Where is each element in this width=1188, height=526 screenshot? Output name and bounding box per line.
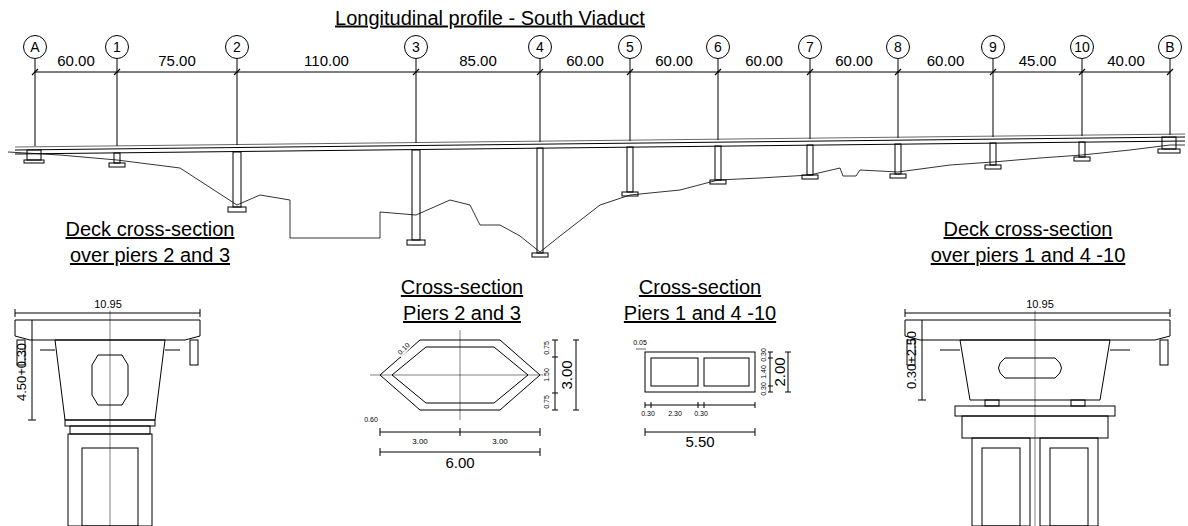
axis-label: 5 <box>626 39 634 55</box>
dimension-label: 1.50 <box>543 367 551 383</box>
grid-bubble: 10 <box>1070 35 1094 59</box>
deck-section-standard <box>905 300 1170 526</box>
dimension-label: 5.50 <box>685 433 714 450</box>
dimension-label: 0.75 <box>543 394 551 410</box>
grid-bubble: 7 <box>798 35 822 59</box>
dimension-label: 10.95 <box>93 298 123 311</box>
drawing-title: Longitudinal profile - South Viaduct <box>335 7 645 30</box>
grid-bubble: 6 <box>706 35 730 59</box>
dimension-label: 110.00 <box>304 52 349 69</box>
longitudinal-profile <box>8 59 1185 257</box>
section-title: Cross-section Piers 2 and 3 <box>401 274 523 326</box>
grid-bubble: A <box>23 35 47 59</box>
axis-label: 8 <box>894 39 902 55</box>
section-title: Cross-section Piers 1 and 4 -10 <box>624 274 776 326</box>
grid-bubble: 8 <box>886 35 910 59</box>
dimension-label: 60.00 <box>57 52 95 69</box>
dimension-label: 60.00 <box>927 52 965 69</box>
dimension-label: 10.95 <box>1025 298 1055 311</box>
grid-bubble: 2 <box>225 35 249 59</box>
axis-label: 10 <box>1074 39 1090 55</box>
axis-label: 9 <box>989 39 997 55</box>
section-title: Deck cross-section over piers 2 and 3 <box>66 216 235 268</box>
dimension-label: 2.30 <box>667 410 683 418</box>
axis-label: 4 <box>536 39 544 55</box>
dimension-label: 60.00 <box>655 52 693 69</box>
dimension-label: 3.00 <box>411 437 429 446</box>
dimension-label: 2.00 <box>771 357 788 386</box>
dimension-label: 60.00 <box>835 52 873 69</box>
axis-label: 3 <box>412 39 420 55</box>
dimension-label: 85.00 <box>459 52 497 69</box>
axis-label: 7 <box>806 39 814 55</box>
dimension-label: 0.75 <box>543 340 551 356</box>
dimension-label: 45.00 <box>1019 52 1057 69</box>
dimension-label: 0.30 <box>640 410 656 418</box>
grid-bubble: 4 <box>528 35 552 59</box>
grid-bubble: 5 <box>618 35 642 59</box>
dimension-label: 40.00 <box>1107 52 1145 69</box>
dimension-label: 0.30+2.50 <box>905 331 920 389</box>
dimension-label: 1.40 <box>760 364 768 380</box>
grid-bubble: 9 <box>981 35 1005 59</box>
section-title: Deck cross-section over piers 1 and 4 -1… <box>931 216 1126 268</box>
axis-label: 1 <box>113 39 121 55</box>
dimension-label: 0.30 <box>760 381 768 397</box>
dimension-label: 0.05 <box>632 339 648 347</box>
grid-bubble: B <box>1158 35 1182 59</box>
dimension-label: 3.00 <box>491 437 509 446</box>
dimension-label: 3.00 <box>558 360 575 389</box>
dimension-label: 60.00 <box>566 52 604 69</box>
dimension-ticks <box>32 69 1173 75</box>
hexagon-pier-section <box>370 330 579 456</box>
dimension-label: 4.50+0.30 <box>15 343 30 401</box>
axis-label: 2 <box>233 39 241 55</box>
dimension-label: 75.00 <box>158 52 196 69</box>
dimension-label: 0.30 <box>693 410 709 418</box>
axis-label: A <box>30 39 39 55</box>
dimension-label: 0.30 <box>760 347 768 363</box>
axis-label: B <box>1165 39 1174 55</box>
axis-label: 6 <box>714 39 722 55</box>
grid-bubble: 1 <box>105 35 129 59</box>
dimension-label: 0.60 <box>363 416 379 424</box>
deck-section-large <box>15 300 200 526</box>
grid-bubble: 3 <box>404 35 428 59</box>
dimension-label: 60.00 <box>745 52 783 69</box>
dimension-label: 6.00 <box>445 454 474 471</box>
